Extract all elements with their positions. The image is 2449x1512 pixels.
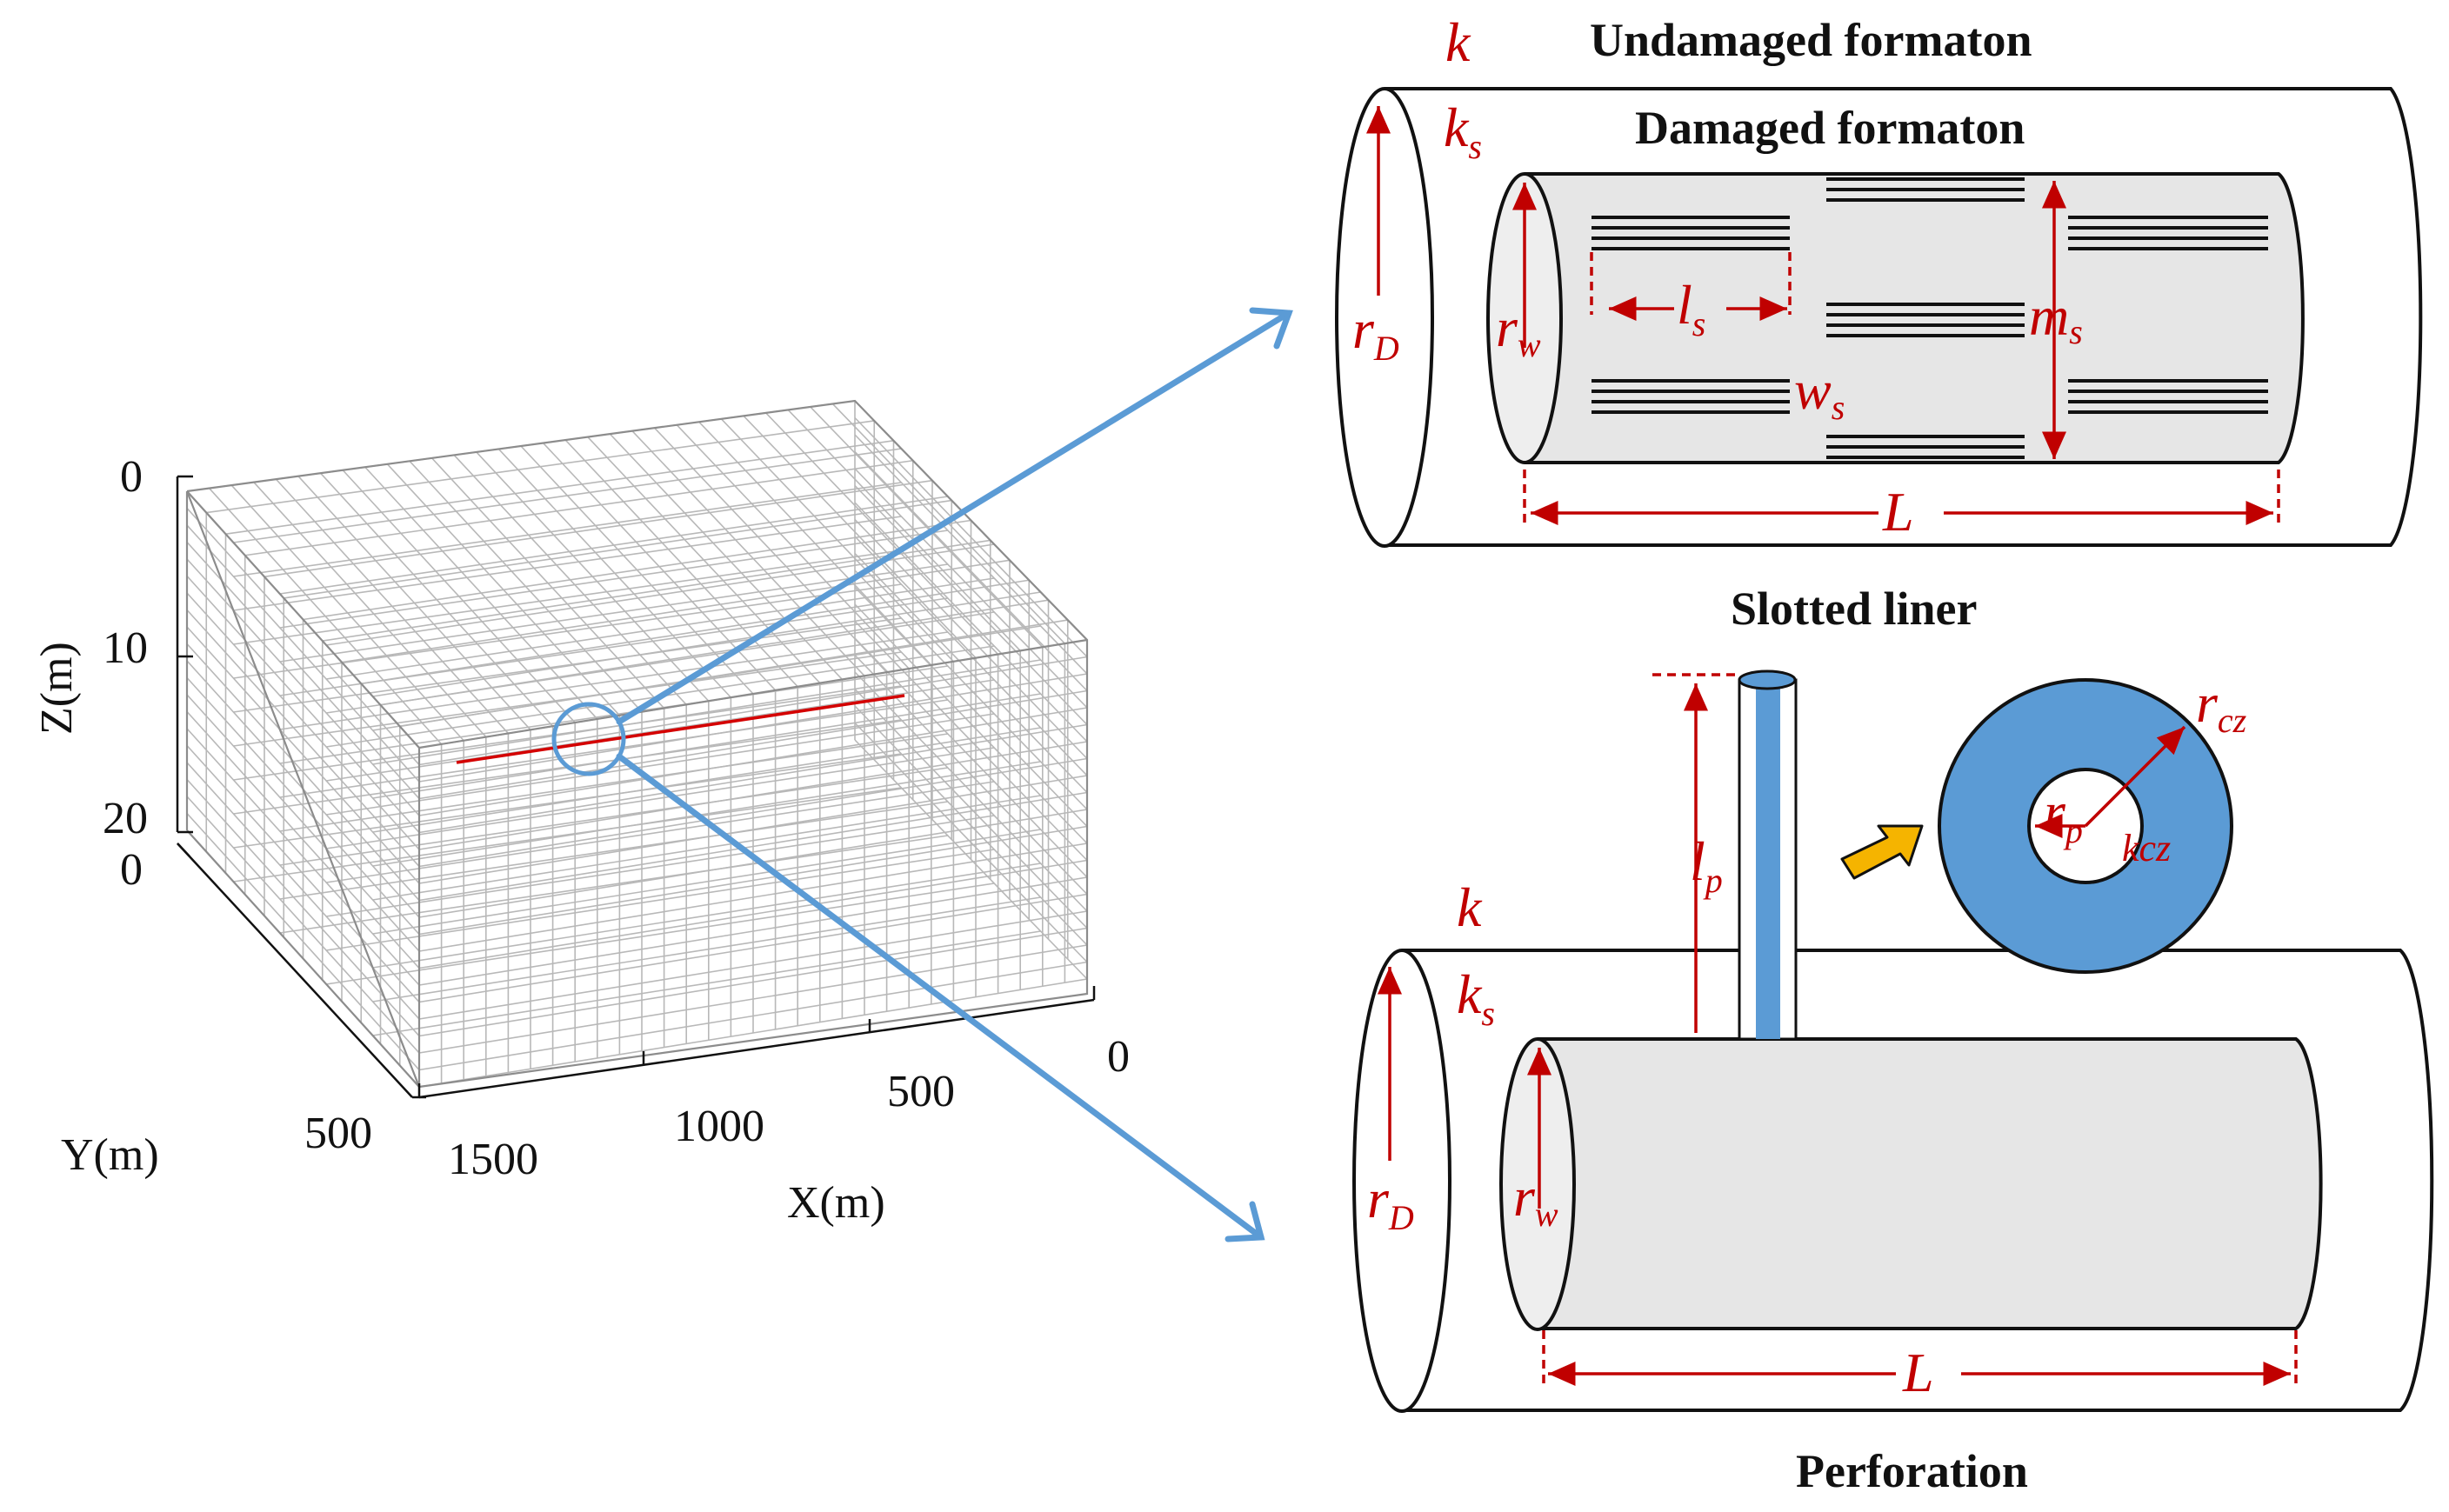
x-tick-1500: 1500 (448, 1135, 538, 1184)
arrow-to-slotted-liner (616, 310, 1292, 725)
ks-label-perf: ks (1457, 963, 1495, 1033)
ms-label: ms (2029, 285, 2083, 351)
k-label-perf: k (1457, 876, 1483, 938)
x-tick-1000: 1000 (674, 1102, 764, 1151)
kcz-label: kcz (2122, 827, 2171, 869)
reservoir-axes (176, 475, 1096, 1099)
rw-label: rw (1496, 296, 1541, 364)
zoom-arrows (616, 307, 1293, 1242)
perforation-caption: Perforation (1796, 1445, 2028, 1497)
x-axis-label: X(m) (787, 1178, 885, 1228)
L-label: L (1882, 481, 1914, 543)
undamaged-label: Undamaged formaton (1590, 14, 2032, 66)
horizontal-well (456, 694, 905, 764)
y-axis-label: Y(m) (61, 1130, 159, 1180)
z-tick-20: 20 (103, 794, 148, 843)
perforation-diagram: k ks rD rw lp rcz rp kcz L Perforation (1352, 669, 2434, 1497)
damaged-label: Damaged formaton (1635, 102, 2025, 154)
rw-label-perf: rw (1513, 1166, 1558, 1234)
L-label-perf: L (1902, 1342, 1934, 1403)
rD-label-perf: rD (1367, 1168, 1414, 1237)
ls-label: ls (1677, 274, 1705, 343)
y-tick-500: 500 (304, 1109, 372, 1158)
z-tick-10: 10 (103, 623, 148, 673)
lp-label: lp (1690, 830, 1723, 900)
zoom-arrow-orange (1840, 824, 1924, 880)
z-axis-label: Z(m) (32, 642, 82, 735)
rD-label: rD (1352, 298, 1399, 368)
arrow-to-perforation (616, 753, 1265, 1241)
y-tick-0: 0 (120, 845, 143, 895)
ks-label: ks (1444, 97, 1482, 166)
rp-label: rp (2044, 781, 2083, 850)
z-tick-0: 0 (120, 452, 143, 502)
rcz-label: rcz (2196, 672, 2247, 740)
focus-circle (551, 702, 626, 776)
x-tick-500: 500 (887, 1067, 955, 1116)
k-label: k (1445, 11, 1471, 73)
slotted-liner-diagram: Undamaged formaton Damaged formaton k ks… (1335, 11, 2423, 635)
ws-label: ws (1794, 359, 1845, 427)
reservoir-grid-3d (185, 399, 1089, 1089)
slotted-liner-caption: Slotted liner (1731, 583, 1977, 635)
x-tick-0: 0 (1107, 1032, 1130, 1082)
